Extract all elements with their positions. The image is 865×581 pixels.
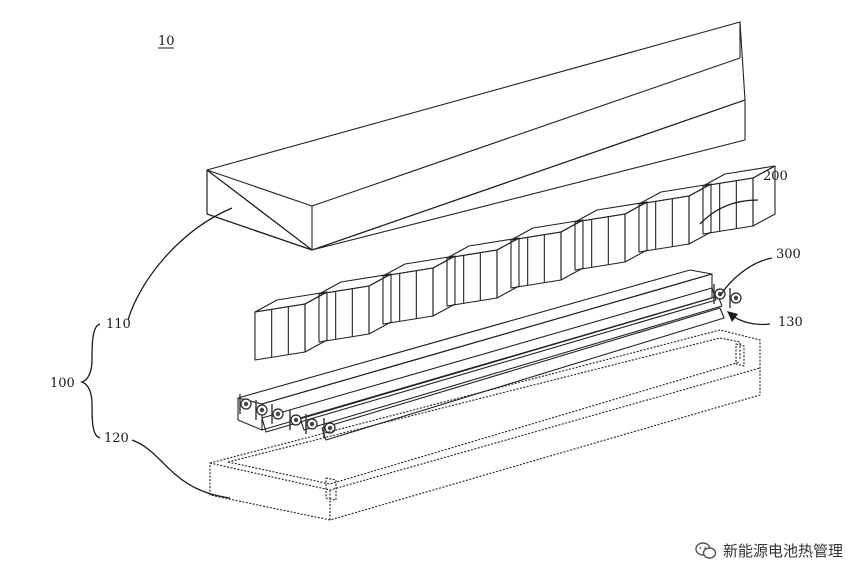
label-cooling-plates: 300: [776, 247, 801, 262]
pipe-fitting: [239, 394, 252, 414]
top-cover: [206, 21, 746, 251]
pipe-fitting: [729, 288, 742, 308]
pipe-fitting: [305, 414, 318, 434]
label-top-cover: 110: [106, 317, 131, 332]
label-cells: 200: [763, 169, 788, 184]
pipe-fitting: [255, 400, 268, 420]
label-housing: 100: [50, 376, 75, 391]
watermark-text: 新能源电池热管理: [722, 542, 843, 560]
watermark: 新能源电池热管理: [695, 540, 843, 561]
cell-block: [510, 219, 584, 289]
label-base-tray: 120: [104, 431, 129, 446]
cell-block: [574, 201, 648, 271]
cooling-plates: [237, 269, 725, 441]
cell-block: [254, 291, 328, 361]
pipe-fitting: [271, 404, 284, 424]
cell-block: [702, 165, 776, 235]
label-assembly: 10: [158, 34, 175, 49]
cell-block: [318, 273, 392, 343]
cell-block: [446, 237, 520, 307]
battery-cells: [254, 165, 776, 361]
cell-block: [382, 255, 456, 325]
cell-block: [638, 183, 712, 253]
pipe-fitting: [289, 410, 302, 430]
label-connector: 130: [778, 315, 803, 330]
base-tray: [209, 329, 761, 521]
reference-numerals: 10 110 100 120 200 300 130: [50, 34, 803, 446]
leader-lines: [79, 199, 773, 499]
wechat-icon: [695, 541, 717, 559]
